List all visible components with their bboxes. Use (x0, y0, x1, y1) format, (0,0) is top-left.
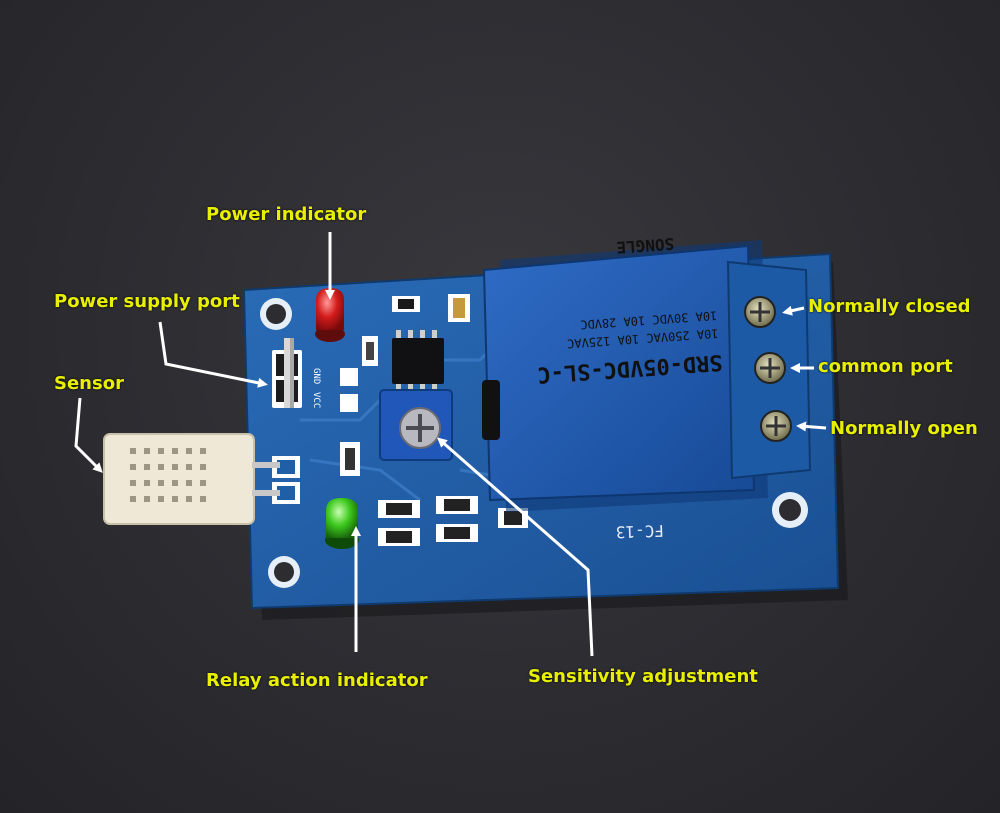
power-led (315, 288, 345, 342)
relay (482, 240, 768, 512)
annotation-arrows (74, 232, 827, 657)
label-sensitivity-adjustment: Sensitivity adjustment (528, 666, 758, 687)
label-normally-closed: Normally closed (808, 296, 971, 317)
vcc-marking: VCC (311, 392, 321, 408)
humidity-sensor (103, 433, 280, 525)
board-model-marking: FC-13 (615, 521, 664, 542)
sensitivity-potentiometer (379, 389, 453, 461)
mounting-holes (260, 298, 808, 588)
arrow-sensitivity-adjustment (436, 437, 594, 657)
arrow-sensor (74, 397, 103, 473)
label-sensor: Sensor (54, 373, 124, 394)
label-normally-open: Normally open (830, 418, 978, 439)
arrow-power-supply-port (158, 321, 268, 388)
label-relay-action-indicator: Relay action indicator (206, 670, 428, 691)
power-supply-header (272, 338, 302, 408)
screw-terminal (726, 260, 812, 480)
label-power-indicator: Power indicator (206, 204, 367, 225)
gnd-marking: GND (311, 368, 321, 384)
relay-brand-marking: SONGLE (616, 234, 675, 257)
arrow-normally-closed (782, 305, 805, 316)
smd-components (272, 294, 528, 546)
relay-led (325, 498, 359, 549)
label-common-port: common port (818, 356, 953, 377)
label-power-supply-port: Power supply port (54, 291, 240, 312)
comparator-ic (392, 330, 444, 392)
arrow-normally-open (796, 421, 827, 432)
